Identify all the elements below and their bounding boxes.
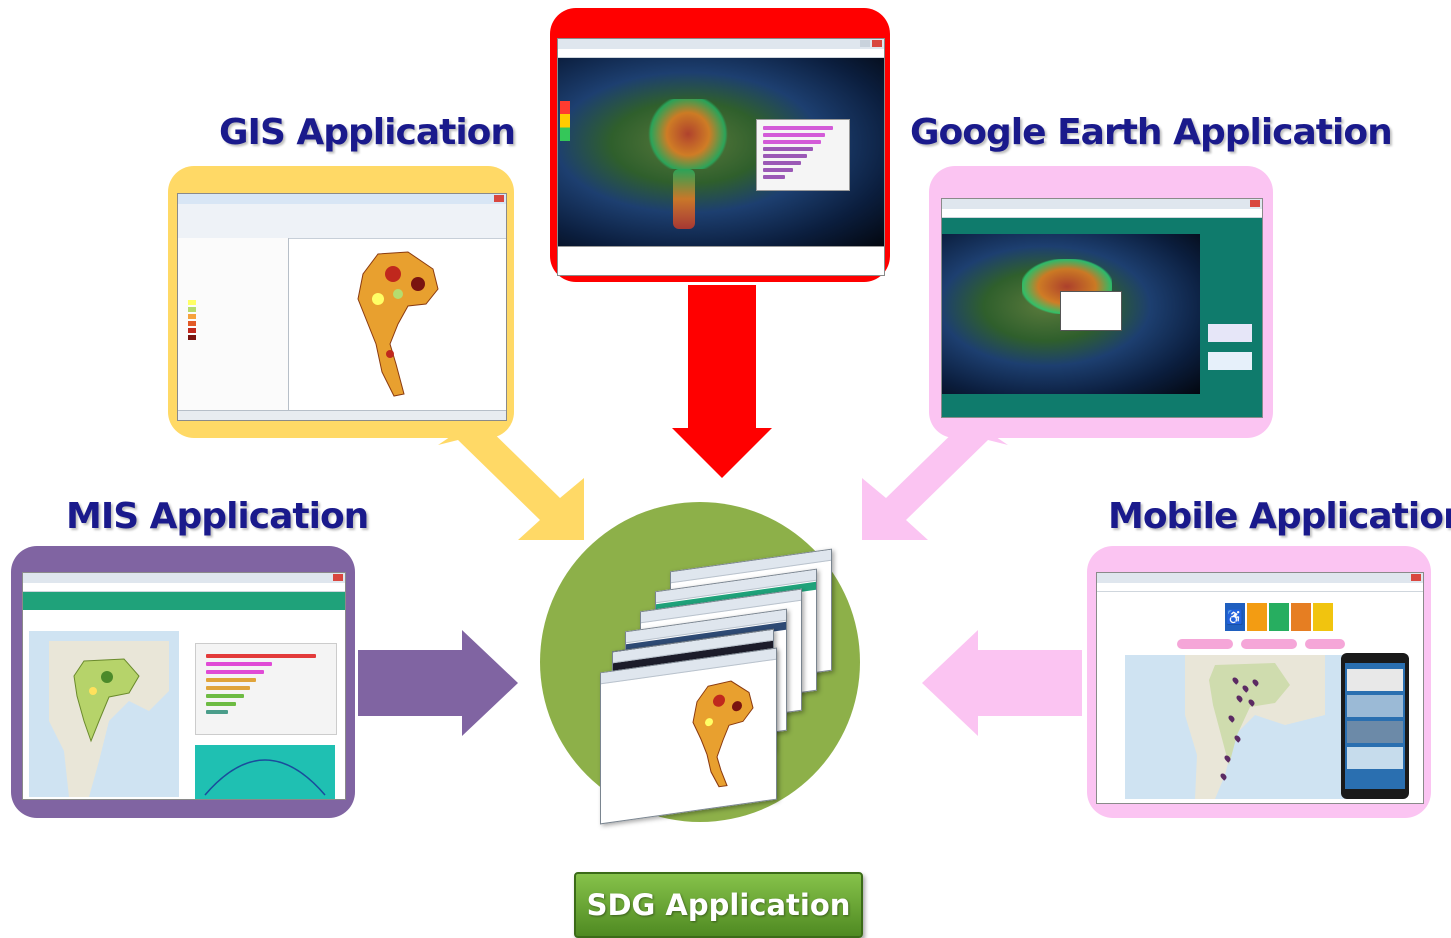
mis-application-title: MIS Application: [66, 496, 369, 537]
arrow-down-left-icon: [862, 418, 1008, 540]
filter-buttons: [1177, 639, 1367, 649]
phone-mockup: [1341, 653, 1409, 799]
mis-screenshot: [22, 572, 346, 800]
arrow-right-icon: [358, 630, 518, 736]
bar-chart-panel: [195, 643, 337, 735]
sdg-application-button[interactable]: SDG Application: [574, 872, 863, 938]
top-screenshot-frame: [550, 8, 890, 282]
address-bar: [558, 49, 884, 58]
province-overlay: [648, 99, 728, 169]
mobile-application-title: Mobile Application: [1108, 496, 1451, 537]
map-panel: [1125, 655, 1345, 799]
gis-screenshot-frame: [168, 166, 514, 438]
status-bar: [178, 410, 506, 420]
info-popup: [1060, 291, 1122, 331]
google-earth-screenshot: [941, 198, 1263, 418]
arrow-left-icon: [922, 630, 1082, 736]
layer-panel: [178, 238, 289, 410]
gis-screenshot: [177, 193, 507, 421]
side-legend: [560, 101, 570, 141]
accessibility-icons-row: ♿: [1225, 603, 1345, 631]
stacked-app-windows: [600, 548, 840, 825]
arrow-down-right-icon: [438, 418, 584, 540]
map-panel: [29, 631, 179, 797]
chart-panel: [756, 119, 850, 191]
gis-application-title: GIS Application: [219, 112, 516, 153]
address-bar: [942, 209, 1262, 218]
bottom-info-bar: [558, 246, 884, 275]
nav-bar: [23, 592, 345, 610]
google-earth-screenshot-frame: [929, 166, 1273, 438]
toolbar: [178, 204, 506, 239]
arrow-down-icon: [672, 285, 772, 478]
top-screenshot: [557, 38, 885, 276]
nav-bar: [942, 218, 1262, 234]
line-chart-panel: [195, 745, 335, 799]
mobile-screenshot-frame: ♿: [1087, 546, 1431, 818]
thailand-map: [357, 251, 439, 397]
address-bar: [23, 583, 345, 592]
address-bar: [1097, 583, 1423, 592]
wheelchair-icon: ♿: [1225, 603, 1245, 631]
stats-sidepanel: [1200, 234, 1262, 417]
mobile-screenshot: ♿: [1096, 572, 1424, 804]
province-overlay-south: [673, 169, 695, 229]
google-earth-application-title: Google Earth Application: [910, 112, 1393, 153]
bottom-bar: [942, 394, 1200, 417]
mis-screenshot-frame: [11, 546, 355, 818]
